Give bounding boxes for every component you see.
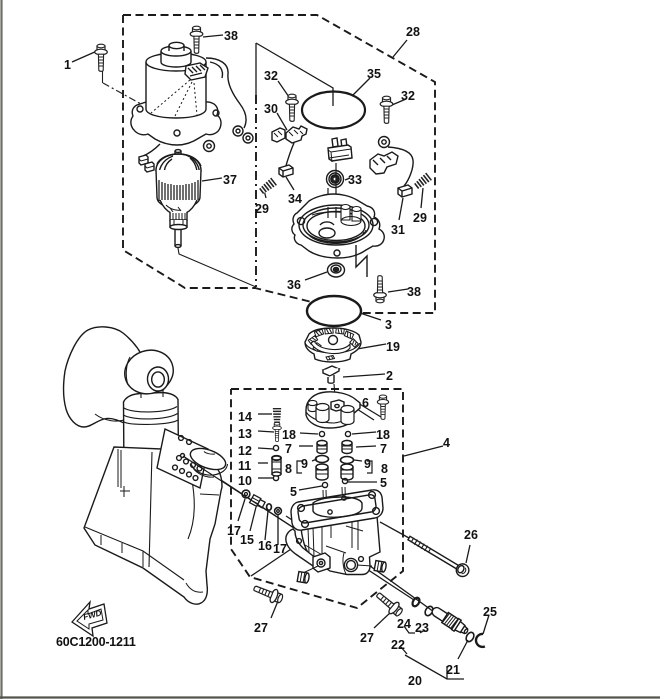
svg-text:3: 3: [385, 318, 392, 332]
svg-text:32: 32: [264, 69, 278, 83]
svg-text:15: 15: [240, 533, 254, 547]
svg-text:18: 18: [376, 428, 390, 442]
svg-text:38: 38: [407, 285, 421, 299]
svg-text:9: 9: [301, 457, 308, 471]
svg-text:26: 26: [464, 528, 478, 542]
svg-text:5: 5: [290, 485, 297, 499]
svg-text:27: 27: [360, 631, 374, 645]
svg-text:17: 17: [273, 542, 287, 556]
svg-text:5: 5: [380, 476, 387, 490]
svg-text:2: 2: [386, 369, 393, 383]
svg-text:36: 36: [287, 278, 301, 292]
svg-text:60C1200-1211: 60C1200-1211: [56, 635, 136, 649]
svg-text:20: 20: [408, 674, 422, 688]
svg-text:31: 31: [391, 223, 405, 237]
svg-text:22: 22: [391, 638, 405, 652]
svg-text:30: 30: [264, 102, 278, 116]
svg-text:1: 1: [64, 58, 71, 72]
svg-text:21: 21: [446, 663, 460, 677]
svg-text:33: 33: [348, 173, 362, 187]
svg-text:8: 8: [285, 462, 292, 476]
svg-text:29: 29: [413, 211, 427, 225]
svg-text:18: 18: [282, 428, 296, 442]
svg-text:24: 24: [397, 617, 411, 631]
svg-text:32: 32: [401, 89, 415, 103]
svg-text:11: 11: [238, 459, 251, 473]
svg-text:27: 27: [254, 621, 268, 635]
svg-text:38: 38: [224, 29, 238, 43]
svg-text:6: 6: [362, 396, 369, 410]
svg-text:10: 10: [238, 474, 252, 488]
svg-text:23: 23: [415, 621, 429, 635]
svg-text:25: 25: [483, 605, 497, 619]
svg-text:28: 28: [406, 25, 420, 39]
svg-text:8: 8: [381, 462, 388, 476]
svg-text:13: 13: [238, 427, 252, 441]
svg-text:16: 16: [258, 539, 272, 553]
svg-text:12: 12: [238, 444, 252, 458]
svg-text:7: 7: [380, 442, 387, 456]
svg-text:35: 35: [367, 67, 381, 81]
svg-text:37: 37: [223, 173, 237, 187]
svg-text:4: 4: [443, 436, 450, 450]
svg-text:34: 34: [288, 192, 302, 206]
svg-text:9: 9: [364, 457, 371, 471]
svg-text:17: 17: [227, 524, 241, 538]
svg-text:19: 19: [386, 340, 400, 354]
svg-text:14: 14: [238, 410, 252, 424]
svg-text:29: 29: [255, 202, 269, 216]
svg-text:7: 7: [285, 442, 292, 456]
